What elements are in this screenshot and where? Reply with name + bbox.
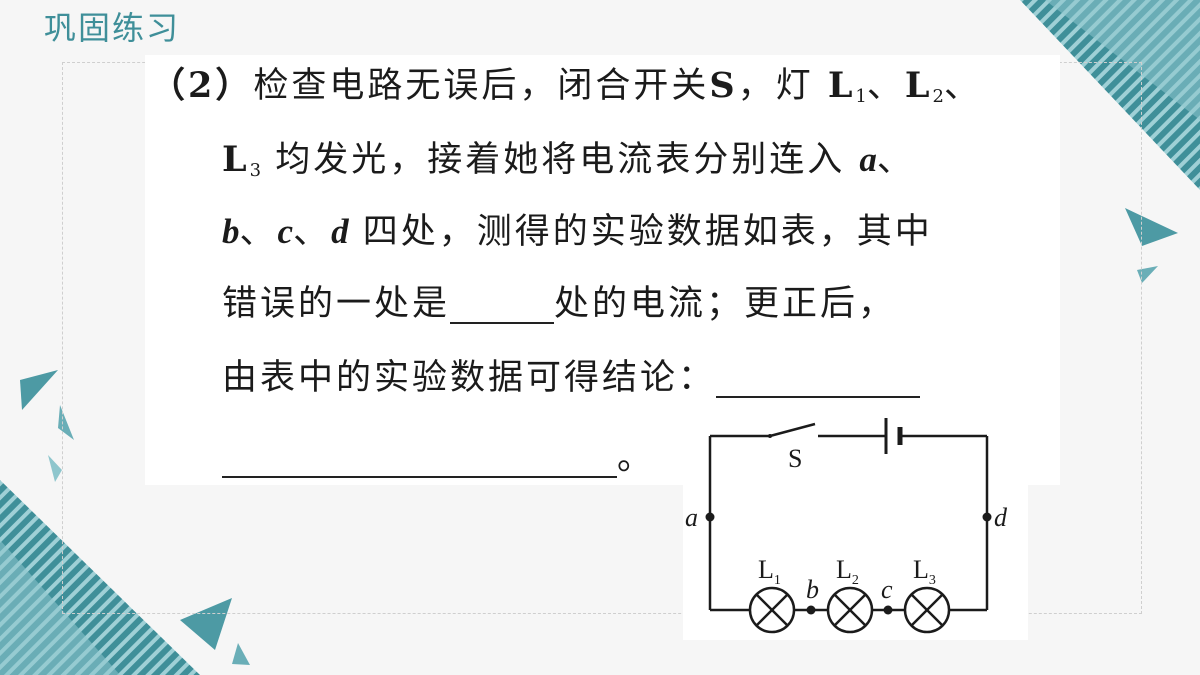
node-d [982,512,992,522]
deco-triangle-right-2 [1137,266,1158,283]
node-a [705,512,715,522]
answer-blank-2[interactable] [716,366,921,398]
point-c-text: c [277,212,294,251]
lamp-3 [903,586,951,634]
line5-text: 由表中的实验数据可得结论： [222,358,717,398]
question-line-5: 由表中的实验数据可得结论： [222,358,921,398]
deco-triangle-top-right-light [1045,0,1200,120]
deco-triangle-right-1 [1125,208,1178,246]
switch-symbol: S [709,65,738,106]
lamp-2 [826,586,874,634]
point-b-text: b [222,212,240,251]
lamp-l3: L3 [222,139,262,182]
line4-text-1: 错误的一处是 [222,284,451,324]
lamp-1-label: L1 [758,555,781,588]
line6-end: 。 [617,438,656,478]
question-line-4: 错误的一处是 处的电流；更正后， [222,284,896,324]
question-line-3: b、c、d 四处，测得的实验数据如表，其中 [222,212,933,252]
deco-triangle-left-1 [20,370,58,410]
line4-text-2: 处的电流；更正后， [554,284,897,324]
switch-blade [769,422,816,438]
point-a-text: a [859,140,877,179]
question-number: （2） [150,65,254,106]
question-line-1: （2）检查电路无误后，闭合开关S，灯 L1、L2、 [150,65,982,108]
line2-text: 均发光，接着她将电流表分别连入 [275,140,846,180]
deco-triangle-bottom-left-light [0,540,120,675]
answer-blank-1[interactable] [450,292,555,324]
lamp-l1: L1 [827,65,867,108]
line3-text: 四处，测得的实验数据如表，其中 [362,212,933,252]
switch-pivot [768,434,772,438]
lamp-2-label: L2 [836,555,859,588]
label-c: c [881,575,893,604]
line1-text: 检查电路无误后，闭合开关 [253,66,710,106]
deco-triangle-bottom-mid [180,598,232,650]
switch-label: S [788,444,802,473]
answer-blank-2-continued[interactable] [222,446,617,478]
point-d-text: d [331,212,349,251]
question-line-6: 。 [222,438,655,478]
lamp-l2: L2 [904,65,944,108]
label-d: d [994,503,1008,532]
circuit-background [683,415,1028,640]
line1-tail: ，灯 [737,66,814,106]
lamp-3-label: L3 [913,555,936,588]
question-panel [145,55,1060,485]
lamp-1 [748,586,796,634]
question-line-2: L3 均发光，接着她将电流表分别连入 a、 [222,139,915,182]
deco-triangle-left-3 [48,455,62,482]
deco-triangle-bottom-mid-2 [232,643,250,665]
label-b: b [806,575,819,604]
label-a: a [685,503,698,532]
node-b [806,605,816,615]
section-title: 巩固练习 [44,9,181,47]
node-c [883,605,893,615]
